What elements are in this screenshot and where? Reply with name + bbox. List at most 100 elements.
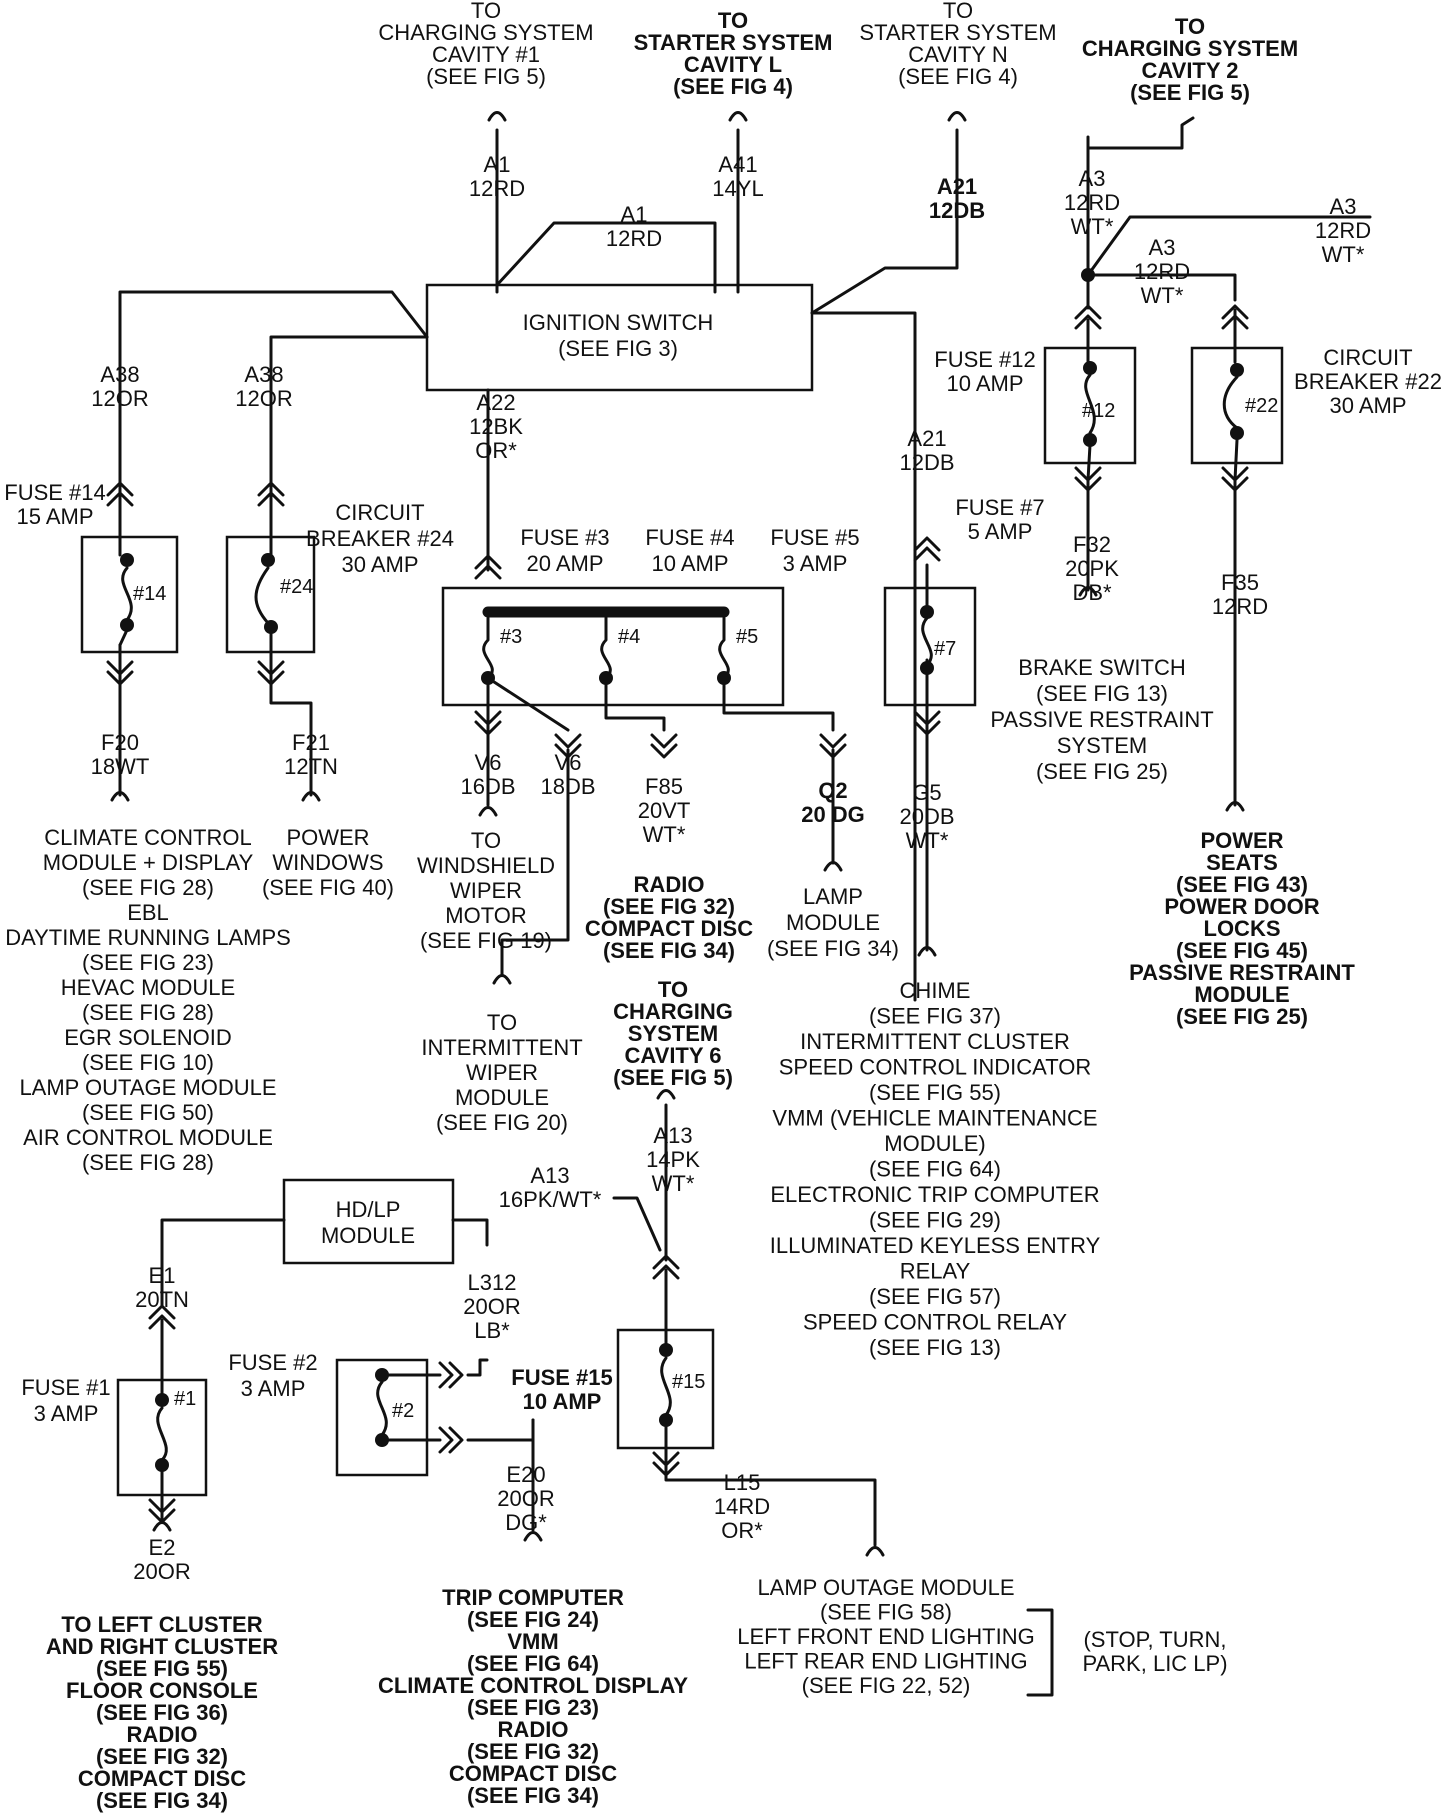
label-line: CAVITY 2 <box>1142 58 1239 83</box>
label-line: 12DB <box>899 450 954 475</box>
label-line: TO <box>1175 14 1205 39</box>
label-line: SPEED CONTROL RELAY <box>803 1310 1067 1335</box>
label-line: MODULE <box>786 910 880 935</box>
label-line: (SEE FIG 45) <box>1176 938 1308 963</box>
label-line: LAMP OUTAGE MODULE <box>19 1075 276 1100</box>
label-line: (SEE FIG 43) <box>1176 872 1308 897</box>
label-line: TO <box>487 1010 517 1035</box>
label-line: CAVITY L <box>684 52 782 77</box>
brake-switch-label: BRAKE SWITCH(SEE FIG 13)PASSIVE RESTRAIN… <box>990 655 1213 784</box>
label-line: MODULE <box>321 1223 415 1248</box>
label-line: (SEE FIG 34) <box>96 1788 228 1813</box>
label-line: ILLUMINATED KEYLESS ENTRY <box>770 1233 1101 1258</box>
fuse-mark-12: #12 <box>1082 400 1115 422</box>
label-line: TO <box>658 977 688 1002</box>
stop-turn-label: (STOP, TURN,PARK, LIC LP) <box>1082 1627 1227 1676</box>
label-line: A38 <box>100 362 139 387</box>
label-line: IGNITION SWITCH <box>523 310 714 335</box>
label-line: 10 AMP <box>946 371 1023 396</box>
fuse-mark-14: #14 <box>133 583 166 605</box>
label-line: HEVAC MODULE <box>61 975 235 1000</box>
label-line: CHIME <box>900 978 971 1003</box>
ignition-switch-label: IGNITION SWITCH(SEE FIG 3) <box>523 310 714 361</box>
label-line: AIR CONTROL MODULE <box>23 1125 273 1150</box>
label-line: POWER <box>286 825 369 850</box>
label-line: SPEED CONTROL INDICATOR <box>779 1055 1092 1080</box>
components <box>80 283 1284 1497</box>
label-line: A41 <box>718 152 757 177</box>
label-line: CLIMATE CONTROL <box>44 825 251 850</box>
label-line: A1 <box>621 202 648 227</box>
label-line: CIRCUIT <box>335 500 424 525</box>
radio-cd-label: RADIO(SEE FIG 32)COMPACT DISC(SEE FIG 34… <box>585 872 753 963</box>
label-line: BREAKER #22 <box>1294 369 1442 394</box>
fuse-mark-4: #4 <box>618 626 640 648</box>
fuse-elements <box>118 308 1244 1477</box>
label-line: (SEE FIG 5) <box>613 1065 733 1090</box>
label-line: COMPACT DISC <box>449 1761 617 1786</box>
label-line: A21 <box>937 174 977 199</box>
label-line: V6 <box>555 750 582 775</box>
label-line: CAVITY #1 <box>432 42 540 67</box>
lamp-outage-label: LAMP OUTAGE MODULE(SEE FIG 58)LEFT FRONT… <box>737 1575 1034 1698</box>
label-line: 10 AMP <box>651 551 728 576</box>
label-line: WT* <box>643 822 686 847</box>
label-line: (SEE FIG 29) <box>869 1208 1001 1233</box>
label-line: WT* <box>1322 242 1365 267</box>
label-line: (SEE FIG 32) <box>96 1744 228 1769</box>
fuse-mark-2: #2 <box>392 1400 414 1422</box>
label-line: FUSE #3 <box>520 525 609 550</box>
label-line: MODULE + DISPLAY <box>43 850 254 875</box>
label-line: RADIO <box>634 872 705 897</box>
label-line: 14YL <box>712 176 763 201</box>
label-line: (SEE FIG 28) <box>82 1150 214 1175</box>
label-line: 12RD <box>1134 259 1190 284</box>
label-line: DB* <box>1072 580 1112 605</box>
label-line: LAMP OUTAGE MODULE <box>757 1575 1014 1600</box>
label-line: WIPER <box>466 1060 538 1085</box>
label-line: 12OR <box>235 386 292 411</box>
label-line: (SEE FIG 4) <box>673 74 793 99</box>
label-line: A3 <box>1330 194 1357 219</box>
label-line: ELECTRONIC TRIP COMPUTER <box>770 1182 1099 1207</box>
label-line: MODULE) <box>884 1131 985 1156</box>
label-line: 12RD <box>1064 190 1120 215</box>
label-line: 5 AMP <box>968 519 1033 544</box>
label-line: (SEE FIG 32) <box>467 1739 599 1764</box>
label-line: 12RD <box>469 176 525 201</box>
label-line: STARTER SYSTEM <box>859 20 1056 45</box>
label-line: FLOOR CONSOLE <box>66 1678 258 1703</box>
label-line: RELAY <box>900 1259 971 1284</box>
label-line: CHARGING <box>613 999 733 1024</box>
label-line: 14RD <box>714 1494 770 1519</box>
label-line: (SEE FIG 55) <box>96 1656 228 1681</box>
label-line: Q2 <box>818 778 847 803</box>
label-line: TO <box>471 828 501 853</box>
label-line: SEATS <box>1206 850 1278 875</box>
label-line: (SEE FIG 13) <box>1036 681 1168 706</box>
label-line: STARTER SYSTEM <box>634 30 833 55</box>
label-line: F85 <box>645 774 683 799</box>
fuse-2-box <box>335 1358 429 1477</box>
label-line: COMPACT DISC <box>585 916 753 941</box>
label-line: 20OR <box>133 1559 190 1584</box>
label-line: PASSIVE RESTRAINT <box>990 707 1213 732</box>
label-line: 20TN <box>135 1287 189 1312</box>
